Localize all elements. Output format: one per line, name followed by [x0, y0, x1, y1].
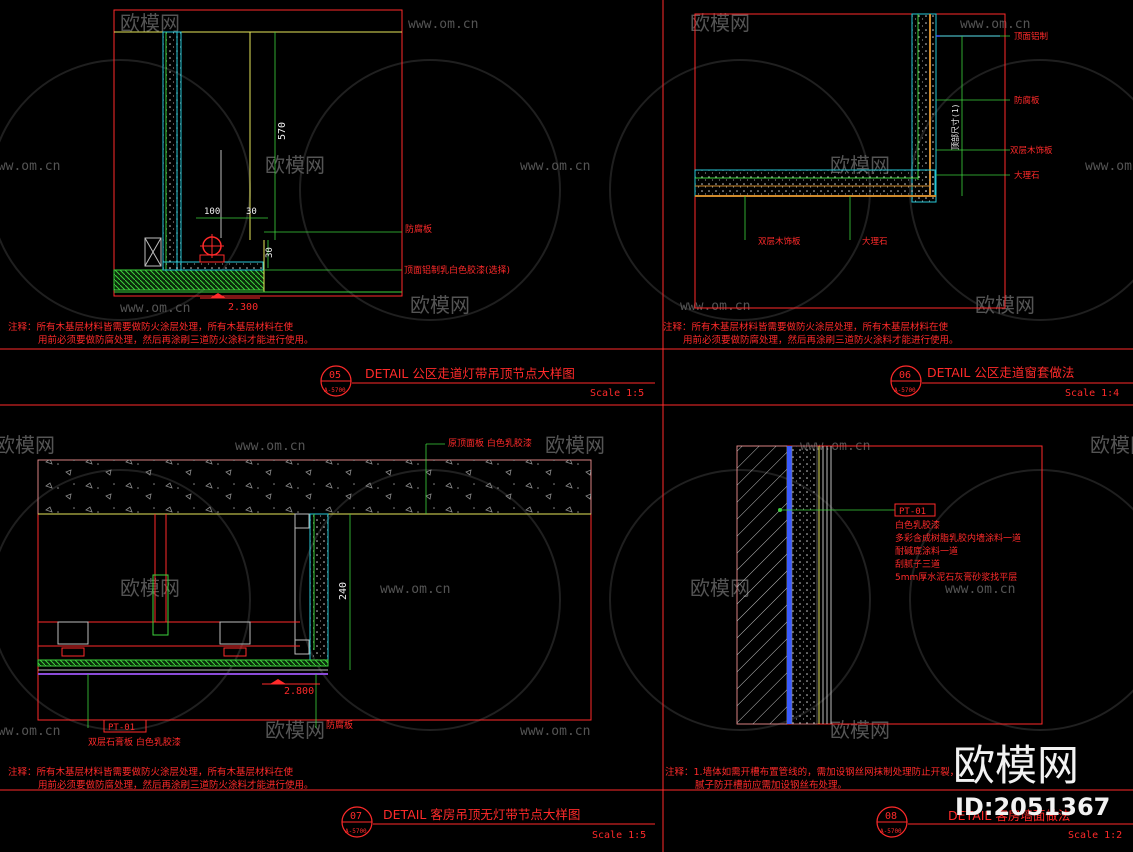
- watermark-brand: 欧模网: [830, 718, 890, 742]
- panel-07: 240 原顶面板 白色乳胶漆 PT-01 双层石膏板 白色乳胶漆 防腐板 2.8…: [8, 437, 655, 841]
- watermark-brand: 欧模网: [265, 153, 325, 177]
- watermark-site: www.om.cn: [408, 17, 478, 32]
- note-line-2: 用前必须要做防腐处理，然后再涂刷三道防火涂料才能进行使用。: [38, 334, 314, 346]
- dim-570: 570: [277, 122, 288, 140]
- label-06-1: 顶面铝制: [1014, 31, 1048, 42]
- title-scale: Scale 1:4: [1065, 388, 1119, 399]
- spec-line-5: 5mm厚水泥石灰膏砂浆找平层: [895, 571, 1017, 583]
- title-number: 07: [350, 811, 362, 822]
- big-brand: 欧模网: [953, 741, 1079, 790]
- level-mark: 2.300: [228, 302, 258, 313]
- panel-05-frame: [113, 9, 403, 297]
- title-scale: Scale 1:5: [592, 830, 646, 841]
- tag-pt01: PT-01: [899, 507, 926, 517]
- watermark-site: www.om.cn: [945, 582, 1015, 597]
- title-scale: Scale 1:2: [1068, 830, 1122, 841]
- title-ref: A-5700: [345, 828, 367, 835]
- spec-line-4: 刮腻子三道: [895, 558, 940, 570]
- note-line-1: 注释：1.墙体如需开槽布置管线的，需加设钢丝网抹制处理防止开裂，: [665, 766, 959, 778]
- watermark-brand: 欧模网: [0, 433, 55, 457]
- watermark-brand: 欧模网: [410, 293, 470, 317]
- watermark-site: www.om.cn: [1085, 159, 1133, 174]
- label-bottom: 双层石膏板 白色乳胶漆: [88, 736, 181, 748]
- spec-line-3: 耐碱底涂料一道: [895, 545, 958, 557]
- label-06-5: 双层木饰板: [758, 236, 801, 247]
- tag-pt01: PT-01: [108, 723, 135, 733]
- watermark-brand: 欧模网: [690, 11, 750, 35]
- label-fangfuban: 防腐板: [405, 223, 432, 235]
- note-line-1: 注释：所有木基层材料皆需要做防火涂层处理，所有木基层材料在使: [663, 321, 949, 333]
- title-text: DETAIL 客房吊顶无灯带节点大样图: [383, 807, 580, 822]
- title-text: DETAIL 公区走道窗套做法: [927, 365, 1074, 380]
- watermark-site: www.om.cn: [960, 17, 1030, 32]
- title-ref: A-5700: [324, 387, 346, 394]
- watermark-id: ID:2051367: [955, 793, 1110, 821]
- watermark-brand: 欧模网: [545, 433, 605, 457]
- title-ref: A-5700: [894, 387, 916, 394]
- watermark-site: www.om.cn: [520, 724, 590, 739]
- note-line-1: 注释：所有木基层材料皆需要做防火涂层处理，所有木基层材料在使: [8, 321, 294, 333]
- watermark-brand: 欧模网: [120, 576, 180, 600]
- note-line-1: 注释：所有木基层材料皆需要做防火涂层处理，所有木基层材料在使: [8, 766, 294, 778]
- watermark-site: www.om.cn: [120, 301, 190, 316]
- level-mark: 2.800: [284, 686, 314, 697]
- watermark-brand: 欧模网: [1090, 433, 1133, 457]
- watermark-brand: 欧模网: [120, 11, 180, 35]
- title-text: DETAIL 公区走道灯带吊顶节点大样图: [365, 366, 575, 381]
- title-number: 05: [329, 370, 341, 381]
- label-06-3: 双层木饰板: [1010, 145, 1053, 156]
- label-ceiling-finish: 顶面铝制乳白色胶漆(选择): [404, 264, 510, 276]
- dim-30: 30: [246, 207, 257, 217]
- spec-line-2: 多彩含成树脂乳胶内墙涂料一道: [895, 532, 1021, 544]
- label-06-2: 防腐板: [1014, 95, 1040, 106]
- label-top: 原顶面板 白色乳胶漆: [448, 437, 532, 449]
- watermark-site: www.om.cn: [680, 299, 750, 314]
- panel-08: PT-01 白色乳胶漆 多彩含成树脂乳胶内墙涂料一道 耐碱底涂料一道 刮腻子三道…: [665, 445, 1133, 841]
- dim-30-vert: 30: [265, 247, 275, 258]
- watermark-site: www.om.cn: [0, 159, 60, 174]
- watermark-site: www.om.cn: [380, 582, 450, 597]
- label-06-6: 大理石: [862, 236, 888, 247]
- title-text: DETAIL 客房墙面做法: [948, 808, 1070, 823]
- note-line-2: 腻子防开槽前应需加设钢丝布处理。: [695, 779, 847, 791]
- note-line-2: 用前必须要做防腐处理，然后再涂刷三道防火涂料才能进行使用。: [683, 334, 959, 346]
- panel-05: 570 100 30 30 防腐板 顶面铝制乳白色胶漆(选择) 2.300 注释…: [8, 9, 655, 399]
- panel-06: 顶部尺寸(1) 顶面铝制 防腐板 双层木饰板 大理石 双层木饰板 大理石 注释：…: [663, 13, 1133, 399]
- dim-100: 100: [204, 207, 220, 217]
- label-fangfuban: 防腐板: [326, 719, 353, 731]
- panel-06-frame: [694, 13, 1006, 309]
- watermark-brand: 欧模网: [265, 718, 325, 742]
- note-line-2: 用前必须要做防腐处理，然后再涂刷三道防火涂料才能进行使用。: [38, 779, 314, 791]
- watermark-site: www.om.cn: [520, 159, 590, 174]
- watermark-site: www.om.cn: [0, 724, 60, 739]
- watermark-site: www.om.cn: [235, 439, 305, 454]
- title-number: 08: [885, 811, 897, 822]
- dim-240: 240: [338, 582, 349, 600]
- spec-line-1: 白色乳胶漆: [895, 519, 940, 531]
- label-06-4: 大理石: [1014, 170, 1040, 181]
- title-number: 06: [899, 370, 911, 381]
- brand-watermark: 欧模网 ID:2051367: [953, 741, 1110, 821]
- title-scale: Scale 1:5: [590, 388, 644, 399]
- dim-window: 顶部尺寸(1): [950, 104, 960, 150]
- title-ref: A-5700: [880, 828, 902, 835]
